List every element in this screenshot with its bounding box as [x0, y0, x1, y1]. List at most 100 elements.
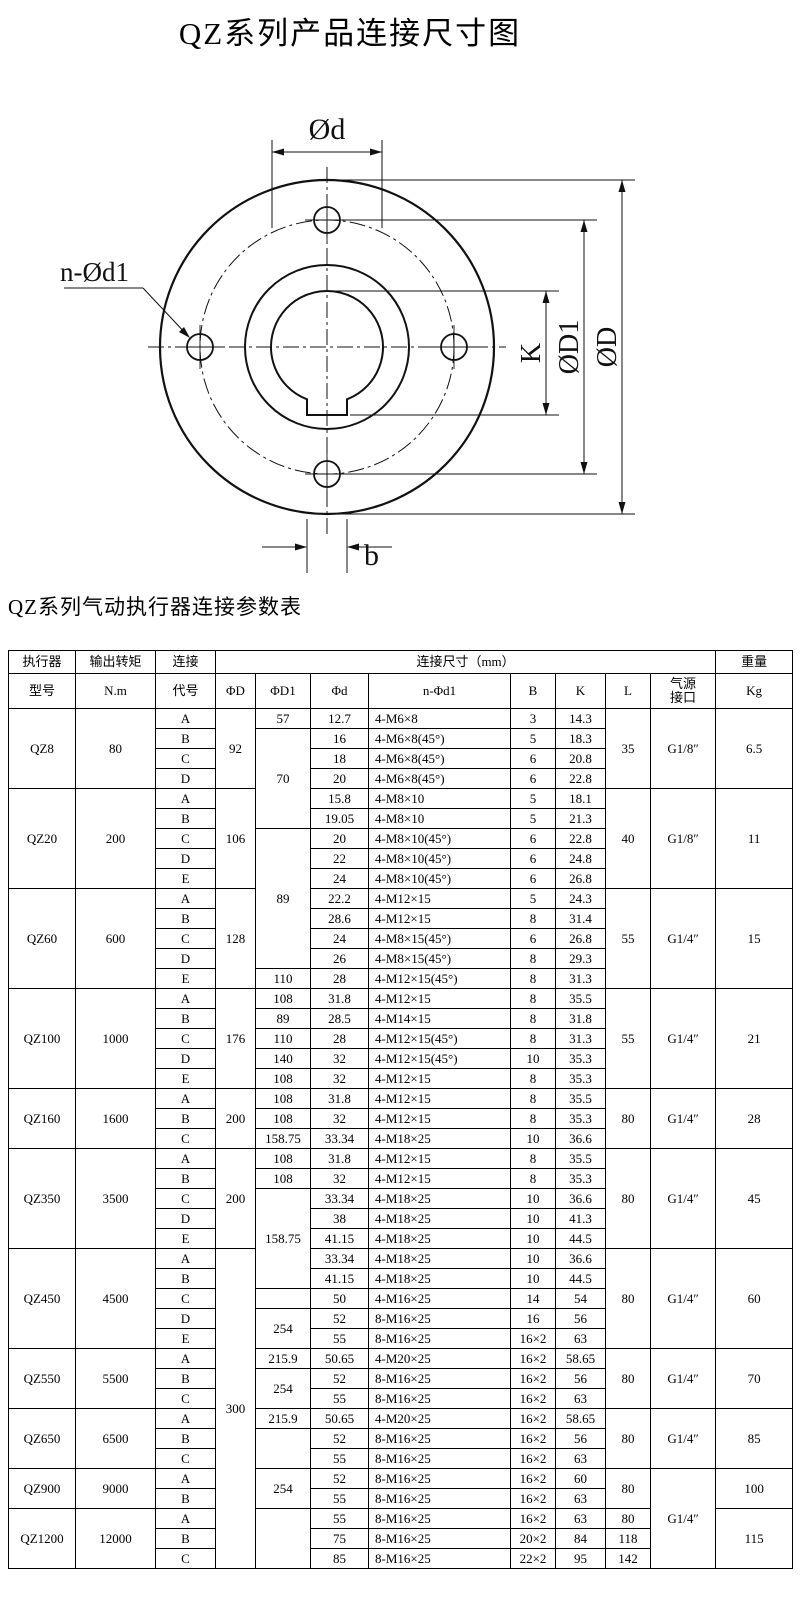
bolt-hole-ticks: [178, 198, 476, 496]
dimension-arrowheads: [179, 148, 626, 551]
spec-cell: A: [155, 1348, 216, 1369]
spec-cell: 56: [555, 1428, 606, 1449]
spec-cell: 8: [510, 1168, 556, 1189]
spec-cell: 22.8: [555, 768, 606, 789]
spec-cell: 75: [310, 1528, 369, 1549]
spec-cell: 22×2: [510, 1548, 556, 1569]
spec-cell: 16×2: [510, 1468, 556, 1489]
spec-cell: 41.15: [310, 1228, 369, 1249]
spec-cell: 35.5: [555, 1088, 606, 1109]
spec-cell: 6500: [75, 1408, 156, 1469]
spec-cell: 31.8: [310, 988, 369, 1009]
spec-cell: A: [155, 1468, 216, 1489]
spec-cell: 24: [310, 868, 369, 889]
label-bolt-spec: n-Ød1: [60, 257, 129, 287]
spec-cell: QZ1200: [8, 1508, 76, 1569]
spec-cell: 128: [215, 888, 256, 989]
spec-cell: 63: [555, 1508, 606, 1529]
spec-cell: 10: [510, 1048, 556, 1069]
spec-cell: G1/8″: [649, 708, 717, 789]
spec-cell: 44.5: [555, 1268, 606, 1289]
spec-cell: C: [155, 928, 216, 949]
spec-cell: G1/4″: [649, 1088, 717, 1149]
spec-cell: 110: [255, 1028, 311, 1049]
spec-cell: 11: [715, 788, 794, 889]
spec-cell: 80: [605, 1408, 651, 1469]
spec-cell: 35.5: [555, 988, 606, 1009]
spec-cell: 31.3: [555, 1028, 606, 1049]
spec-cell: 5: [510, 888, 556, 909]
spec-cell: 115: [715, 1508, 794, 1569]
spec-cell: 8-M16×25: [368, 1548, 511, 1569]
spec-cell: 8: [510, 968, 556, 989]
spec-cell: C: [155, 1188, 216, 1209]
spec-cell: 4-M12×15: [368, 1088, 511, 1109]
spec-cell: B: [155, 1008, 216, 1029]
spec-cell: 26: [310, 948, 369, 969]
spec-cell: 52: [310, 1368, 369, 1389]
spec-cell: 16×2: [510, 1348, 556, 1369]
spec-cell: 38: [310, 1208, 369, 1229]
spec-cell: 200: [215, 1148, 256, 1249]
spec-cell: 4-M8×15(45°): [368, 948, 511, 969]
table-heading: QZ系列气动执行器连接参数表: [8, 595, 302, 619]
spec-cell: 254: [255, 1368, 311, 1409]
spec-cell: 100: [715, 1468, 794, 1509]
spec-cell: 108: [255, 1068, 311, 1089]
spec-cell: 8: [510, 908, 556, 929]
spec-cell: 54: [555, 1288, 606, 1309]
spec-cell: 8-M16×25: [368, 1508, 511, 1529]
spec-header-cell: 连接尺寸（mm）: [214, 650, 717, 674]
spec-cell: 16×2: [510, 1408, 556, 1429]
spec-cell: C: [155, 1448, 216, 1469]
spec-cell: 215.9: [255, 1348, 311, 1369]
spec-cell: 4-M18×25: [368, 1228, 511, 1249]
spec-header-cell: ΦD: [215, 673, 256, 709]
spec-cell: 4-M6×8(45°): [368, 728, 511, 749]
spec-cell: A: [155, 1248, 216, 1269]
spec-cell: 41.3: [555, 1208, 606, 1229]
spec-cell: 8-M16×25: [368, 1468, 511, 1489]
spec-cell: A: [155, 788, 216, 809]
spec-cell: B: [155, 728, 216, 749]
spec-cell: 4-M8×10(45°): [368, 848, 511, 869]
label-bore-dia: Ød: [309, 113, 346, 146]
spec-cell: 4-M8×15(45°): [368, 928, 511, 949]
spec-cell: 18.3: [555, 728, 606, 749]
spec-cell: 33.34: [310, 1248, 369, 1269]
spec-cell: G1/4″: [649, 1248, 717, 1349]
spec-cell: 35: [605, 708, 651, 789]
spec-cell: QZ350: [8, 1148, 76, 1249]
spec-cell: 108: [255, 1108, 311, 1129]
spec-cell: 63: [555, 1448, 606, 1469]
spec-cell: A: [155, 1408, 216, 1429]
spec-cell: 4-M6×8: [368, 708, 511, 729]
spec-cell: 254: [255, 1468, 311, 1509]
spec-cell: 55: [310, 1388, 369, 1409]
spec-cell: 18.1: [555, 788, 606, 809]
spec-cell: 92: [215, 708, 256, 789]
label-outer-dia: ØD: [592, 327, 623, 367]
spec-cell: 4-M8×10(45°): [368, 828, 511, 849]
spec-cell: 1600: [75, 1088, 156, 1149]
spec-cell: 106: [215, 788, 256, 889]
spec-cell: 10: [510, 1248, 556, 1269]
spec-header-cell: 执行器: [8, 650, 76, 674]
spec-cell: 84: [555, 1528, 606, 1549]
spec-cell: 14.3: [555, 708, 606, 729]
spec-cell: 28: [310, 1028, 369, 1049]
spec-cell: A: [155, 708, 216, 729]
spec-cell: 18: [310, 748, 369, 769]
spec-cell: 32: [310, 1108, 369, 1129]
spec-cell: 8: [510, 1108, 556, 1129]
spec-cell: C: [155, 1548, 216, 1569]
spec-cell: 14: [510, 1288, 556, 1309]
spec-cell: C: [155, 828, 216, 849]
